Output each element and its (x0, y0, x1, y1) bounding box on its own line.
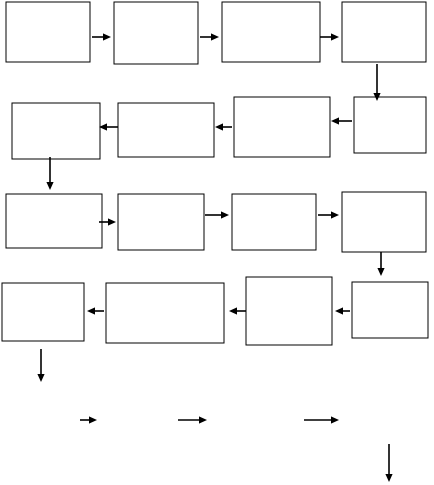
flow-box-b1 (5, 1, 91, 63)
flow-box-b6 (233, 96, 331, 158)
arrow-b6-to-b7-head (215, 123, 223, 131)
arrow-b12-to-b13-head (377, 268, 385, 276)
flow-box-b15 (105, 282, 225, 344)
arrow-b13-to-b14-head (335, 307, 343, 315)
loose-arrow-5-head (385, 474, 393, 482)
arrow-b13-to-b14 (335, 307, 350, 315)
flow-box-b14 (245, 276, 333, 346)
flow-box-b3 (221, 1, 321, 63)
arrow-b10-to-b11-head (221, 211, 229, 219)
arrow-b9-to-b10-head (108, 218, 116, 226)
flow-box-b5 (353, 96, 427, 154)
arrow-b2-to-b3-head (211, 33, 219, 41)
loose-arrow-1 (37, 349, 45, 382)
arrow-b14-to-b15 (229, 307, 246, 315)
loose-arrow-4-head (331, 416, 339, 424)
arrow-b4-to-b5-head (373, 93, 381, 101)
loose-arrow-2-head (89, 416, 97, 424)
arrow-b1-to-b2-head (103, 33, 111, 41)
flow-box-b11 (231, 193, 317, 251)
flow-box-b13 (351, 281, 429, 339)
flow-box-b2 (113, 1, 199, 65)
flow-box-b4 (341, 1, 427, 63)
arrow-b8-to-b9-head (46, 182, 54, 190)
arrow-b15-to-b16 (87, 307, 104, 315)
arrow-b4-to-b5 (373, 64, 381, 101)
arrow-b3-to-b4 (320, 33, 339, 41)
arrow-b7-to-b8-head (99, 123, 107, 131)
arrow-b6-to-b7 (215, 123, 232, 131)
flow-box-b12 (341, 191, 427, 253)
arrow-b11-to-b12 (318, 211, 339, 219)
flow-box-b10 (117, 193, 205, 251)
loose-arrow-3 (178, 416, 207, 424)
arrow-b15-to-b16-head (87, 307, 95, 315)
arrow-b2-to-b3 (200, 33, 219, 41)
arrow-b5-to-b6 (331, 117, 352, 125)
boxes-layer (1, 1, 429, 346)
loose-arrow-1-head (37, 374, 45, 382)
arrow-b9-to-b10 (99, 218, 116, 226)
loose-arrow-5 (385, 444, 393, 482)
loose-arrow-2 (80, 416, 97, 424)
arrow-b5-to-b6-head (331, 117, 339, 125)
loose-arrow-3-head (199, 416, 207, 424)
arrow-b11-to-b12-head (331, 211, 339, 219)
flow-box-b7 (117, 102, 215, 158)
flow-box-b9 (5, 193, 103, 249)
arrow-b12-to-b13 (377, 252, 385, 276)
arrow-b8-to-b9 (46, 157, 54, 190)
arrow-b7-to-b8 (99, 123, 118, 131)
flow-box-b8 (11, 102, 101, 160)
arrow-b1-to-b2 (92, 33, 111, 41)
arrow-b3-to-b4-head (331, 33, 339, 41)
arrow-b14-to-b15-head (229, 307, 237, 315)
arrow-b10-to-b11 (205, 211, 229, 219)
arrows-layer (37, 33, 393, 482)
flow-box-b16 (1, 282, 85, 342)
loose-arrow-4 (304, 416, 339, 424)
